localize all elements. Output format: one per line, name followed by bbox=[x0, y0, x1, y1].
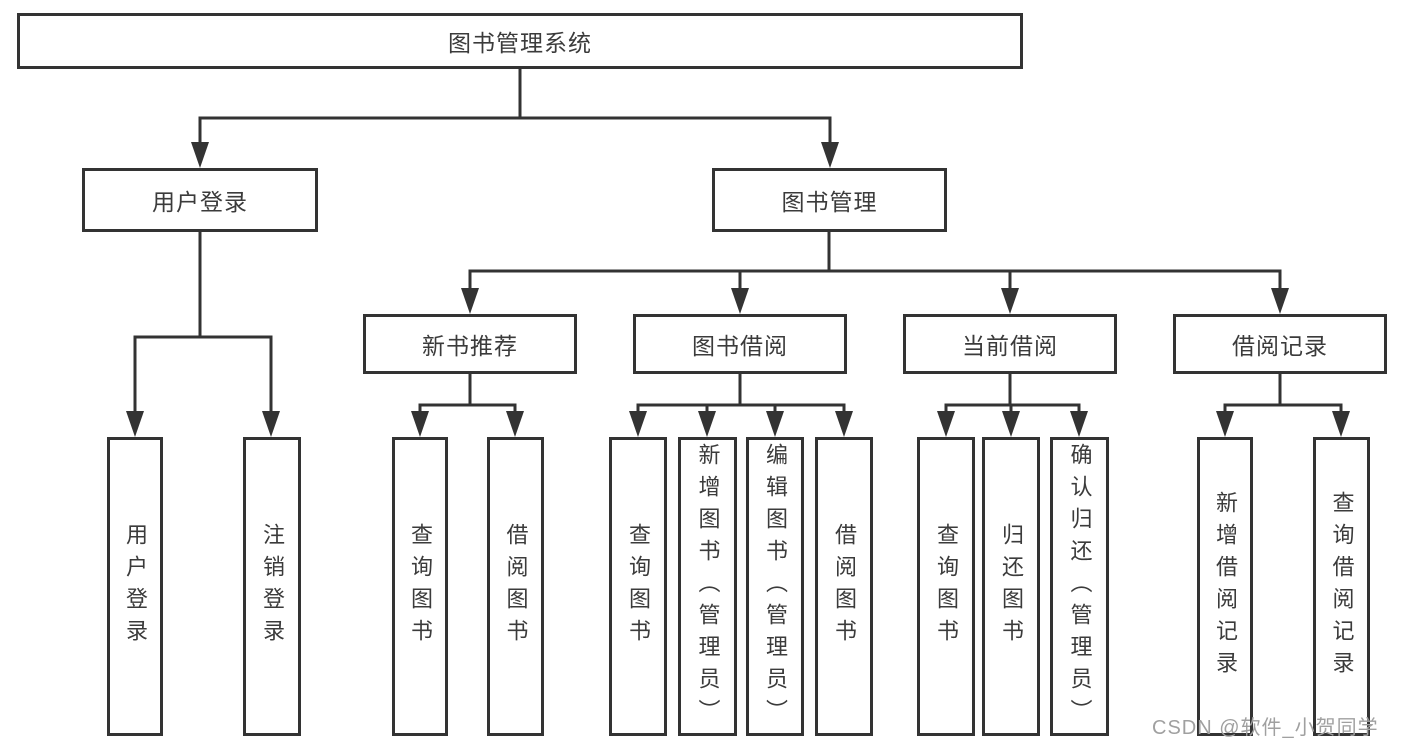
leaf-label: 查询图书 bbox=[626, 522, 651, 651]
leaf-label: 新增图书（管理员） bbox=[695, 442, 721, 731]
node-library-management-system: 图书管理系统 bbox=[17, 13, 1023, 69]
leaf-add-borrow-record: 新增借阅记录 bbox=[1197, 437, 1253, 736]
leaf-label: 新增借阅记录 bbox=[1213, 490, 1238, 683]
leaf-query-borrow-record: 查询借阅记录 bbox=[1313, 437, 1370, 736]
node-label: 用户登录 bbox=[152, 189, 248, 215]
leaf-label: 借阅图书 bbox=[503, 522, 529, 651]
node-book-borrowing: 图书借阅 bbox=[633, 314, 847, 374]
node-book-management: 图书管理 bbox=[712, 168, 947, 232]
node-label: 当前借阅 bbox=[962, 333, 1058, 359]
leaf-add-books-admin: 新增图书（管理员） bbox=[678, 437, 737, 736]
node-borrowing-records: 借阅记录 bbox=[1173, 314, 1387, 374]
node-new-book-recommendation: 新书推荐 bbox=[363, 314, 577, 374]
node-label: 新书推荐 bbox=[422, 333, 518, 359]
node-label: 图书借阅 bbox=[692, 333, 788, 359]
node-label: 图书管理系统 bbox=[448, 30, 592, 56]
leaf-label: 查询借阅记录 bbox=[1329, 490, 1355, 683]
leaf-confirm-return-admin: 确认归还（管理员） bbox=[1050, 437, 1109, 736]
leaf-borrow-books: 借阅图书 bbox=[487, 437, 544, 736]
csdn-watermark: CSDN @软件_小贺同学 bbox=[1152, 717, 1379, 739]
node-label: 借阅记录 bbox=[1232, 333, 1328, 359]
node-user-login: 用户登录 bbox=[82, 168, 318, 232]
leaf-label: 编辑图书（管理员） bbox=[763, 442, 788, 731]
leaf-borrow-books: 借阅图书 bbox=[815, 437, 873, 736]
leaf-edit-books-admin: 编辑图书（管理员） bbox=[746, 437, 804, 736]
leaf-query-books: 查询图书 bbox=[609, 437, 667, 736]
leaf-label: 注销登录 bbox=[260, 522, 285, 651]
leaf-label: 查询图书 bbox=[408, 522, 433, 651]
leaf-label: 借阅图书 bbox=[832, 522, 857, 651]
leaf-label: 确认归还（管理员） bbox=[1067, 442, 1093, 731]
leaf-query-books: 查询图书 bbox=[392, 437, 448, 736]
node-current-borrowing: 当前借阅 bbox=[903, 314, 1117, 374]
leaf-return-books: 归还图书 bbox=[982, 437, 1040, 736]
leaf-user-login: 用户登录 bbox=[107, 437, 163, 736]
leaf-query-books: 查询图书 bbox=[917, 437, 975, 736]
leaf-label: 查询图书 bbox=[934, 522, 959, 651]
node-label: 图书管理 bbox=[781, 189, 878, 215]
leaf-label: 归还图书 bbox=[999, 522, 1024, 651]
leaf-logout: 注销登录 bbox=[243, 437, 301, 736]
leaf-label: 用户登录 bbox=[123, 522, 148, 651]
